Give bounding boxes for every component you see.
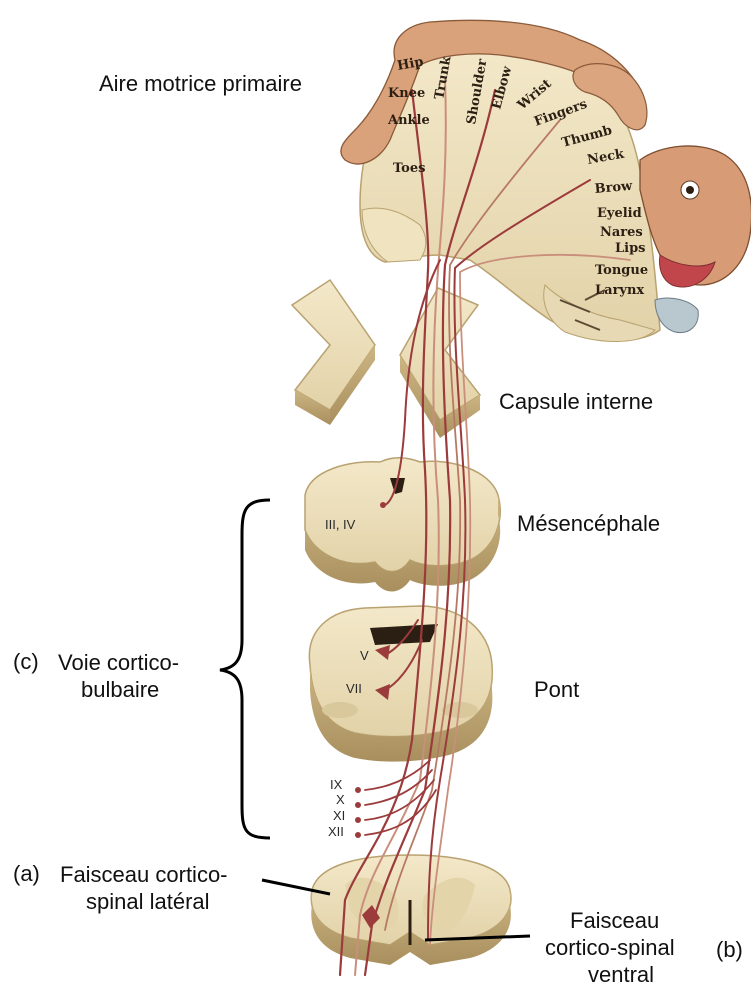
label-midbrain: Mésencéphale [517,511,660,537]
label-motor-cortex: Aire motrice primaire [99,71,302,97]
nucleus-label-ix: IX [330,777,343,792]
nucleus-label-v: V [360,648,369,663]
homunculus-lips: Lips [615,241,646,256]
homunculus-toes: Toes [393,161,425,176]
homunculus-eyelid: Eyelid [597,206,642,221]
label-corticobulbar-line1: Voie cortico- [58,649,179,676]
nucleus-dot-xii [355,832,361,838]
label-lateral-line2: spinal latéral [86,888,210,915]
nucleus-label-vii: VII [346,681,362,696]
label-corticobulbar-line2: bulbaire [81,676,159,703]
label-ventral-letter: (b) [716,937,743,963]
label-ventral-line1: Faisceau [570,907,659,934]
nucleus-label-xi: XI [333,808,345,823]
label-pons: Pont [534,677,579,703]
homunculus-larynx: Larynx [595,283,644,298]
nucleus-label-x: X [336,792,345,807]
nucleus-dot-xi [355,817,361,823]
nucleus-dot-iii-iv [380,502,386,508]
corticobulbar-brace [220,500,270,838]
homunculus-knee: Knee [388,86,425,101]
label-internal-capsule: Capsule interne [499,389,653,415]
pons-slice [309,606,492,762]
label-lateral-line1: Faisceau cortico- [60,861,228,888]
nucleus-dot-ix [355,787,361,793]
label-corticobulbar-letter: (c) [13,649,39,675]
internal-capsule-shapes [292,280,480,438]
nucleus-label-iii-iv: III, IV [325,517,356,532]
nucleus-label-xii: XII [328,824,344,839]
label-lateral-letter: (a) [13,861,40,887]
nucleus-dot-x [355,802,361,808]
homunculus-tongue: Tongue [595,263,648,278]
label-ventral-line2: cortico-spinal [545,934,675,961]
homunculus-nares: Nares [600,225,643,240]
homunculus-ankle: Ankle [387,113,430,128]
label-ventral-line3: ventral [588,961,654,988]
